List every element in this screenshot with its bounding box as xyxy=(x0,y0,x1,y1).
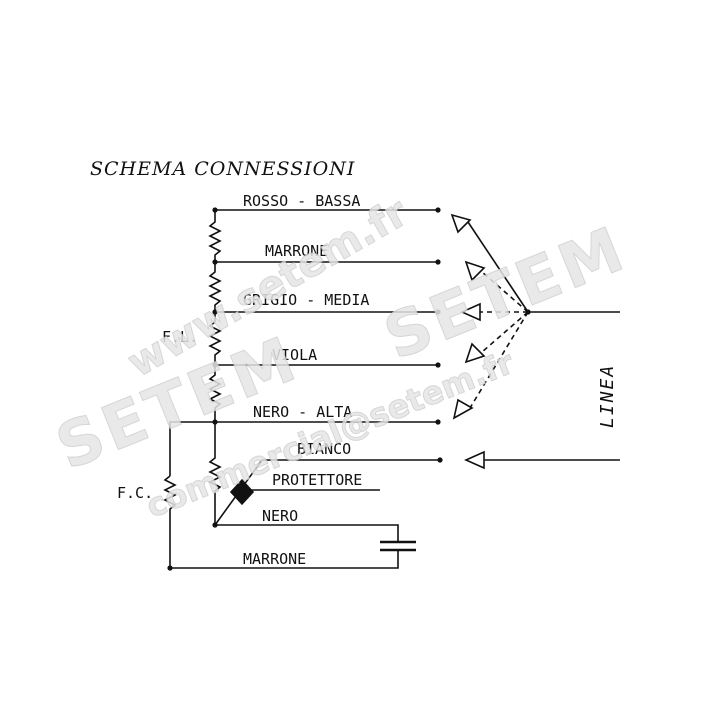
label-rosso-bassa: ROSSO - BASSA xyxy=(243,192,360,210)
selector-solid-arm xyxy=(467,221,529,313)
arrow-nero-alta xyxy=(452,398,474,420)
arrow-bianco xyxy=(464,450,485,470)
dot xyxy=(437,457,443,463)
dot xyxy=(435,419,441,425)
selector-dashed-arm-1 xyxy=(481,271,529,313)
selector-dashed-arm-3 xyxy=(481,311,529,353)
arrow-viola xyxy=(464,342,486,364)
terminal-dots xyxy=(167,207,531,571)
dot xyxy=(212,419,218,425)
wire-marrone-bottom xyxy=(170,550,399,569)
arrow-grigio xyxy=(460,302,481,322)
label-fl: F.L. xyxy=(162,328,198,346)
wiring xyxy=(163,209,620,569)
label-fc: F.C. xyxy=(117,484,153,502)
dot xyxy=(435,309,441,315)
wire-nero xyxy=(215,524,399,542)
dot xyxy=(435,207,441,213)
label-nero-alta: NERO - ALTA xyxy=(253,403,352,421)
fc-resistor xyxy=(163,475,177,568)
main-bus-resistor-chain xyxy=(208,210,222,525)
dot xyxy=(212,309,218,315)
label-protettore: PROTETTORE xyxy=(272,471,362,489)
protector-symbol xyxy=(229,478,255,506)
selector-dashed-arm-4 xyxy=(469,311,529,409)
arrow-rosso xyxy=(450,213,472,234)
label-nero: NERO xyxy=(262,507,298,525)
label-grigio-media: GRIGIO - MEDIA xyxy=(243,291,369,309)
dot xyxy=(212,362,218,368)
dot xyxy=(167,565,173,571)
diagram-title: SCHEMA CONNESSIONI xyxy=(90,158,355,180)
label-bianco: BIANCO xyxy=(297,440,351,458)
dot xyxy=(212,522,218,528)
label-marrone-bottom: MARRONE xyxy=(243,550,306,568)
dot xyxy=(212,259,218,265)
label-viola: VIOLA xyxy=(272,346,317,364)
dot xyxy=(525,309,531,315)
wire-fc-branch xyxy=(169,421,215,476)
dot xyxy=(435,362,441,368)
arrow-marrone xyxy=(464,260,486,282)
label-marrone-top: MARRONE xyxy=(265,242,328,260)
dot xyxy=(212,207,218,213)
label-linea: LINEA xyxy=(597,364,618,428)
dot xyxy=(435,259,441,265)
